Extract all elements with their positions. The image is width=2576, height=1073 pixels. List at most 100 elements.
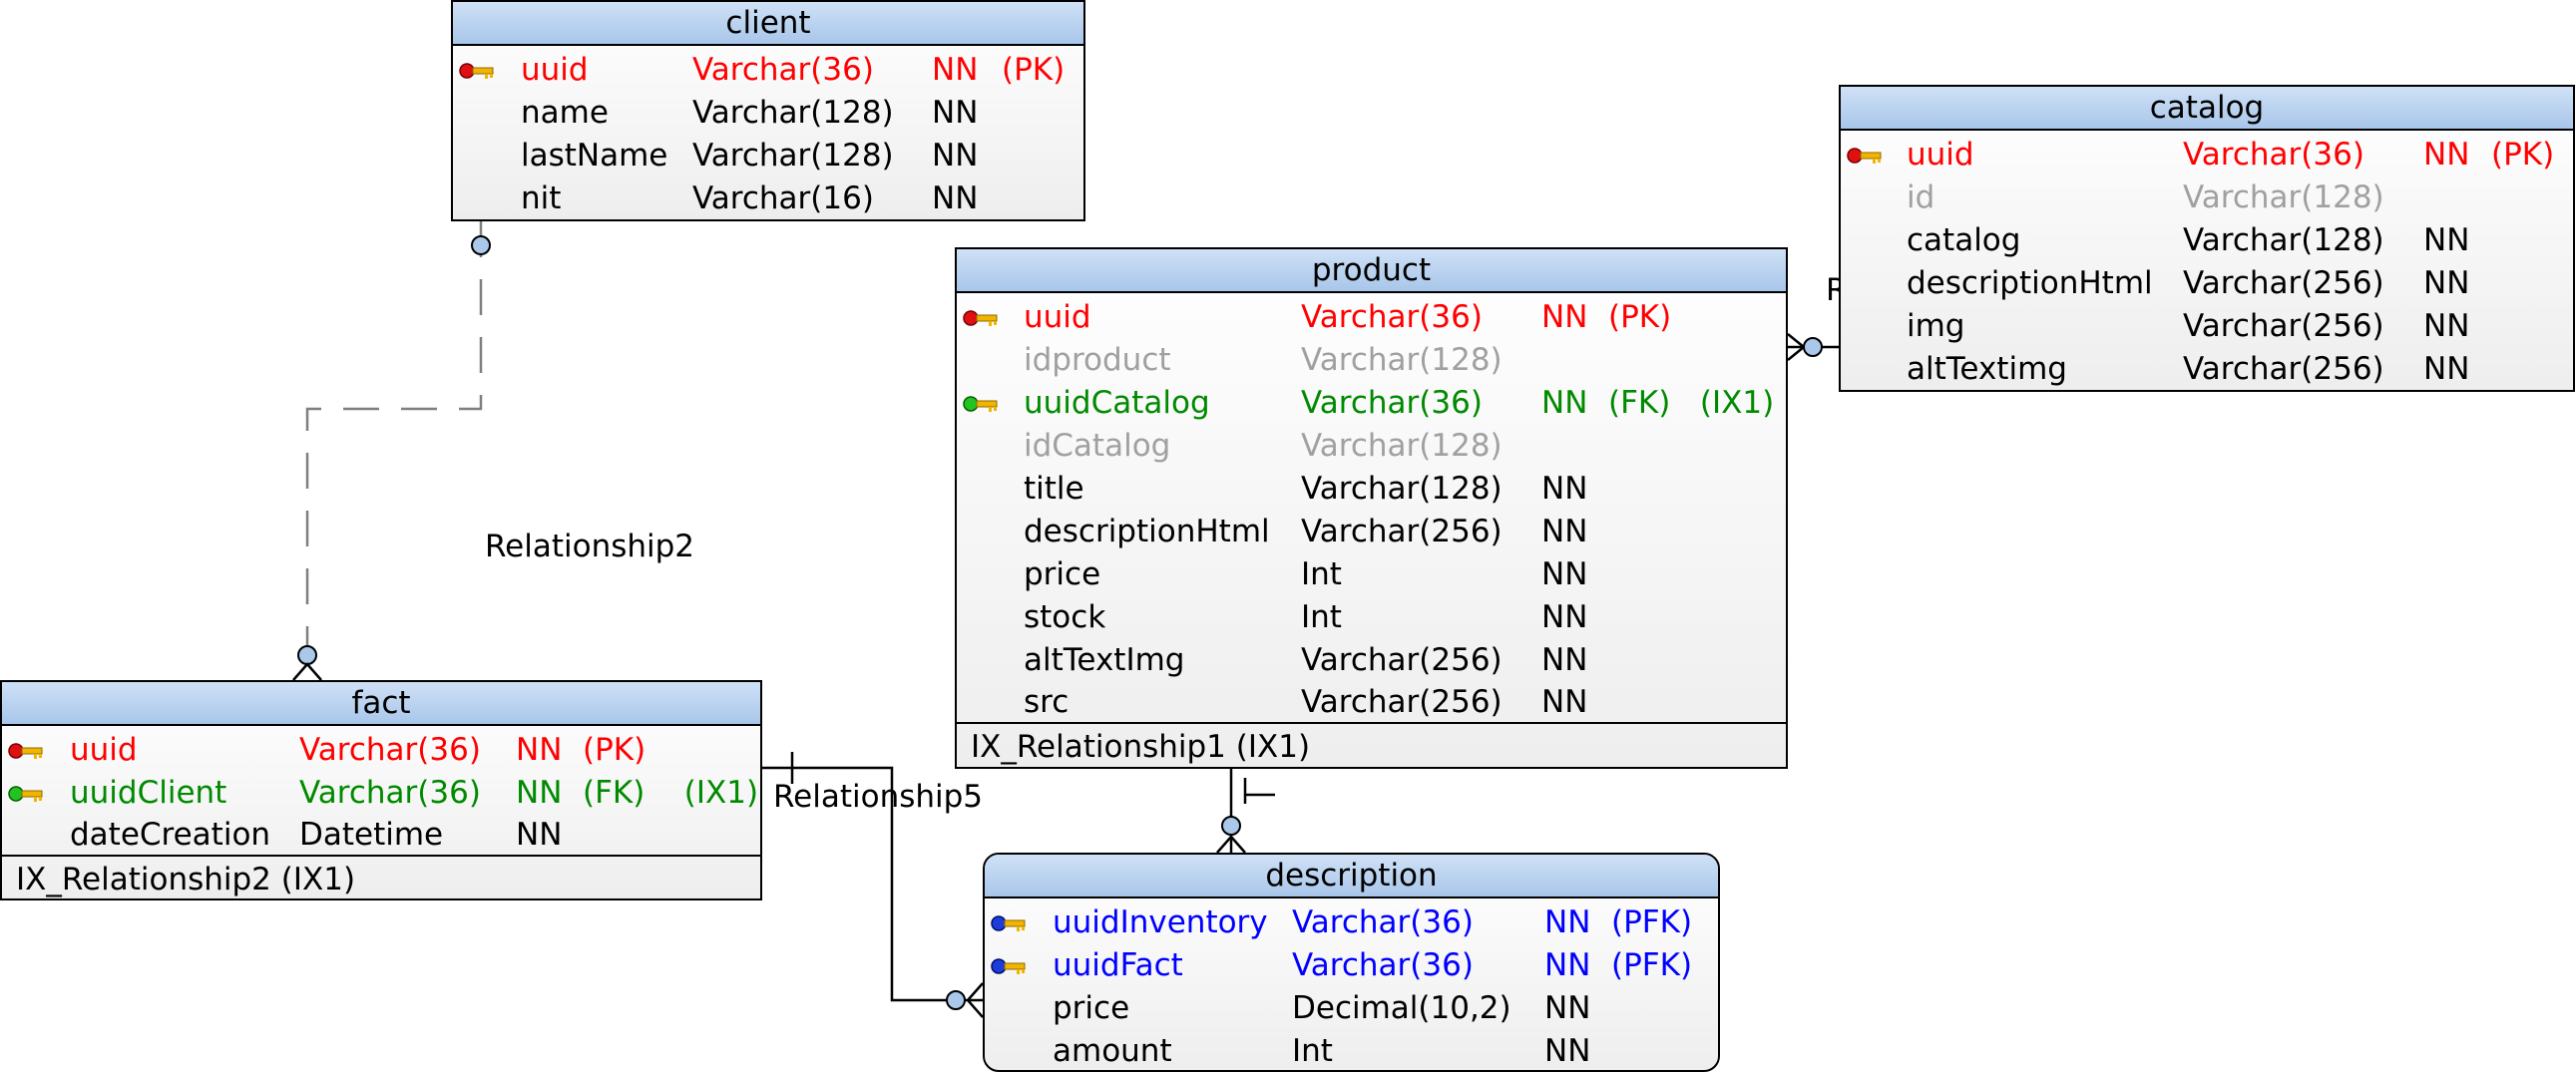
entity-title[interactable]: description <box>985 855 1718 898</box>
attribute-row[interactable]: img Varchar(256) NN <box>1841 305 2573 348</box>
attribute-nn: NN <box>1544 904 1591 940</box>
pk-key-icon <box>1847 134 1885 177</box>
entity-title[interactable]: product <box>957 249 1786 293</box>
entity-client[interactable]: client uuid Varchar(36) NN (PK) name Var… <box>451 0 1085 221</box>
attribute-nn: NN <box>516 732 563 768</box>
attribute-name: price <box>1024 556 1101 592</box>
attribute-name: lastName <box>521 138 668 174</box>
attribute-row[interactable]: lastName Varchar(128) NN <box>453 135 1083 178</box>
attribute-type: Varchar(128) <box>1301 342 1503 378</box>
attribute-nn: NN <box>932 52 979 88</box>
attribute-type: Varchar(36) <box>299 732 481 768</box>
attribute-type: Varchar(128) <box>2183 222 2384 258</box>
attribute-name: catalog <box>1907 222 2021 258</box>
attribute-name: idproduct <box>1024 342 1171 378</box>
attribute-name: src <box>1024 684 1070 720</box>
relationship5-label[interactable]: Relationship5 <box>773 779 984 815</box>
entity-catalog[interactable]: catalog uuid Varchar(36) NN (PK) id Varc… <box>1839 85 2575 392</box>
entity-description[interactable]: description uuidInventory Varchar(36) NN… <box>983 853 1720 1072</box>
attribute-list: uuid Varchar(36) NN (PK) id Varchar(128)… <box>1841 131 2573 391</box>
attribute-nn: NN <box>1541 299 1588 335</box>
attribute-row[interactable]: altTextImg Varchar(256) NN <box>957 639 1786 682</box>
attribute-row[interactable]: stock Int NN <box>957 596 1786 639</box>
attribute-type: Datetime <box>299 817 444 853</box>
attribute-flags: (PK) <box>583 732 646 768</box>
attribute-type: Varchar(128) <box>692 95 894 131</box>
attribute-name: altTextimg <box>1907 351 2067 387</box>
attribute-nn: NN <box>2423 137 2470 173</box>
relationship2-label[interactable]: Relationship2 <box>485 529 695 564</box>
attribute-name: descriptionHtml <box>1024 514 1270 549</box>
relationship2-line[interactable] <box>305 221 483 666</box>
attribute-nn: NN <box>1541 514 1588 549</box>
attribute-flags: (PK) <box>1608 299 1672 335</box>
attribute-name: uuid <box>1907 137 1974 173</box>
pfk-key-icon <box>991 944 1029 987</box>
attribute-type: Int <box>1292 1033 1333 1069</box>
attribute-name: nit <box>521 180 562 216</box>
entity-title[interactable]: client <box>453 2 1083 46</box>
attribute-row[interactable]: id Varchar(128) <box>1841 177 2573 219</box>
attribute-type: Varchar(36) <box>1292 904 1474 940</box>
attribute-type: Varchar(16) <box>692 180 874 216</box>
attribute-name: uuid <box>70 732 138 768</box>
attribute-row[interactable]: nit Varchar(16) NN <box>453 178 1083 220</box>
attribute-row[interactable]: catalog Varchar(128) NN <box>1841 219 2573 262</box>
attribute-row[interactable]: dateCreation Datetime NN <box>2 815 760 855</box>
entity-product[interactable]: product uuid Varchar(36) NN (PK) idprodu… <box>955 247 1788 769</box>
attribute-row[interactable]: uuid Varchar(36) NN (PK) <box>2 729 760 772</box>
entity-fact[interactable]: fact uuid Varchar(36) NN (PK) uuidClient… <box>0 680 762 900</box>
index-row[interactable]: IX_Relationship1 (IX1) <box>957 722 1786 770</box>
relationship5-line[interactable] <box>762 752 984 1018</box>
attribute-row[interactable]: src Varchar(256) NN <box>957 682 1786 722</box>
attribute-row[interactable]: uuidClient Varchar(36) NN (FK) (IX1) <box>2 772 760 815</box>
attribute-name: title <box>1024 471 1084 507</box>
attribute-nn: NN <box>1541 599 1588 635</box>
attribute-row[interactable]: uuidCatalog Varchar(36) NN (FK) (IX1) <box>957 382 1786 425</box>
attribute-flags: (FK) (IX1) <box>1608 385 1775 421</box>
attribute-row[interactable]: price Int NN <box>957 553 1786 596</box>
attribute-flags: (PK) <box>1002 52 1066 88</box>
attribute-name: id <box>1907 179 1935 215</box>
index-row[interactable]: IX_Relationship2 (IX1) <box>2 855 760 902</box>
attribute-type: Varchar(36) <box>1292 947 1474 983</box>
attribute-nn: NN <box>1541 471 1588 507</box>
attribute-nn: NN <box>516 817 563 853</box>
entity-title[interactable]: fact <box>2 682 760 726</box>
attribute-row[interactable]: uuid Varchar(36) NN (PK) <box>957 296 1786 339</box>
attribute-name: uuidFact <box>1053 947 1183 983</box>
attribute-name: stock <box>1024 599 1106 635</box>
relationship-product-description-line[interactable] <box>1216 769 1275 854</box>
attribute-name: descriptionHtml <box>1907 265 2153 301</box>
attribute-row[interactable]: altTextimg Varchar(256) NN <box>1841 348 2573 391</box>
attribute-row[interactable]: price Decimal(10,2) NN <box>985 987 1718 1030</box>
relationship2-parent-circle <box>471 235 491 255</box>
attribute-row[interactable]: uuidInventory Varchar(36) NN (PFK) <box>985 901 1718 944</box>
attribute-row[interactable]: descriptionHtml Varchar(256) NN <box>957 511 1786 553</box>
attribute-row[interactable]: idCatalog Varchar(128) <box>957 425 1786 468</box>
attribute-type: Varchar(128) <box>2183 179 2384 215</box>
entity-title[interactable]: catalog <box>1841 87 2573 131</box>
pk-key-icon <box>8 729 46 772</box>
attribute-nn: NN <box>2423 222 2470 258</box>
attribute-nn: NN <box>932 180 979 216</box>
attribute-row[interactable]: uuidFact Varchar(36) NN (PFK) <box>985 944 1718 987</box>
attribute-row[interactable]: descriptionHtml Varchar(256) NN <box>1841 262 2573 305</box>
attribute-nn: NN <box>1541 385 1588 421</box>
attribute-row[interactable]: title Varchar(128) NN <box>957 468 1786 511</box>
attribute-row[interactable]: name Varchar(128) NN <box>453 92 1083 135</box>
attribute-row[interactable]: uuid Varchar(36) NN (PK) <box>453 49 1083 92</box>
attribute-type: Int <box>1301 556 1342 592</box>
relationship5-child-circle <box>946 990 966 1010</box>
attribute-name: uuidInventory <box>1053 904 1268 940</box>
attribute-nn: NN <box>932 138 979 174</box>
attribute-row[interactable]: idproduct Varchar(128) <box>957 339 1786 382</box>
attribute-nn: NN <box>1541 556 1588 592</box>
attribute-type: Varchar(256) <box>1301 684 1503 720</box>
attribute-type: Varchar(256) <box>1301 642 1503 678</box>
attribute-row[interactable]: amount Int NN <box>985 1030 1718 1073</box>
attribute-type: Varchar(256) <box>1301 514 1503 549</box>
attribute-type: Varchar(36) <box>299 775 481 811</box>
attribute-flags: (PFK) <box>1611 904 1693 940</box>
attribute-row[interactable]: uuid Varchar(36) NN (PK) <box>1841 134 2573 177</box>
